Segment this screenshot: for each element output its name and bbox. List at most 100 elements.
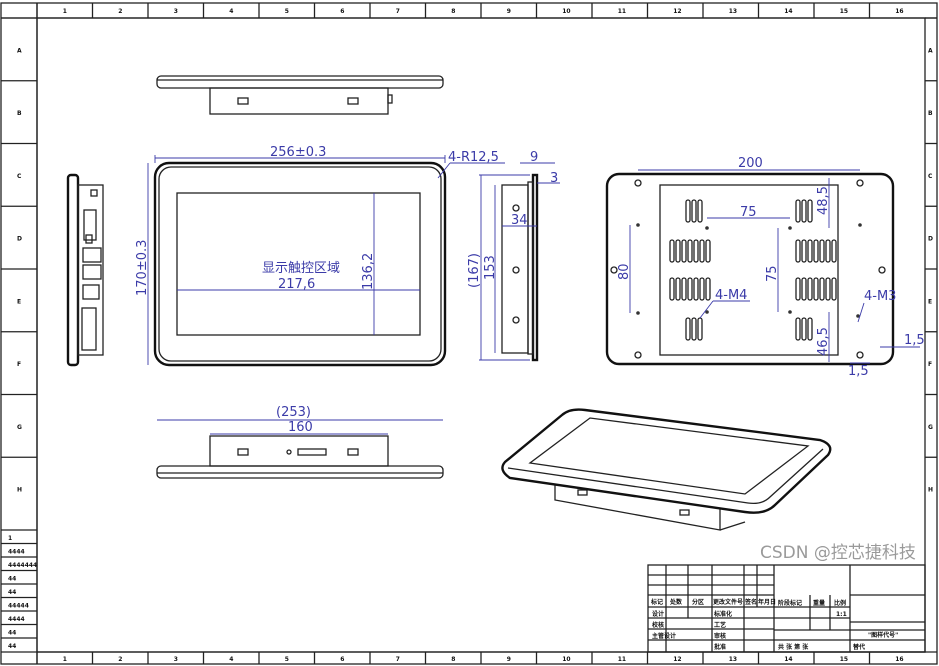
column-marker: 5 (285, 656, 289, 663)
column-marker: 4 (229, 8, 233, 15)
left-table-cell: 4444444 (8, 562, 37, 569)
row-marker: D (928, 236, 933, 243)
vent-slot (807, 317, 813, 341)
dim-bracket-depth: 34 (511, 213, 528, 228)
vent-slot (705, 239, 711, 263)
mounting-holes (610, 179, 886, 359)
column-marker: 9 (507, 656, 511, 663)
left-table-cell: 44 (8, 630, 16, 637)
vent-slot (813, 239, 819, 263)
vent-slot (825, 239, 831, 263)
column-marker: 5 (285, 8, 289, 15)
row-marker: F (17, 361, 21, 368)
mount-hole (636, 223, 640, 227)
column-marker: 8 (451, 8, 455, 15)
dim-bracket-height: 153 (483, 255, 498, 280)
vent-slot (685, 317, 691, 341)
vent-slot (675, 239, 681, 263)
mount-hole (856, 314, 860, 318)
left-table-cell: 4444 (8, 616, 25, 623)
label-m4: 4-M4 (715, 288, 747, 303)
title-block: 标记 处数 分区 更改文件号 签名 年月日 设计 校核 主管设计 标准化 工艺 … (647, 564, 926, 653)
tb-role: 审核 (714, 632, 726, 640)
mount-hole (705, 310, 709, 314)
column-marker: 2 (118, 8, 122, 15)
column-marker: 7 (396, 8, 400, 15)
vent-slot (801, 239, 807, 263)
row-marker: G (17, 424, 22, 431)
row-marker: H (17, 487, 22, 494)
dim-bottom-offset: 46,5 (816, 327, 831, 356)
tb-header: 年月日 (758, 598, 776, 606)
column-marker: 7 (396, 656, 400, 663)
dim-depth-total: 9 (530, 150, 538, 165)
vent-slot (801, 317, 807, 341)
vent-slot (807, 239, 813, 263)
vent-slot (813, 277, 819, 301)
vent-slot (699, 277, 705, 301)
back-view: 200 75 75 80 48,5 46,5 4-M4 4-M3 1,5 1,5 (605, 156, 925, 379)
dim-area-height: 136,2 (361, 253, 376, 290)
vent-slot (681, 239, 687, 263)
tb-role: 标准化 (713, 610, 732, 618)
tb-role: 设计 (652, 610, 664, 618)
screw-hole (634, 351, 642, 359)
vent-slot (675, 277, 681, 301)
row-marker: C (17, 173, 22, 180)
left-side-view (66, 173, 104, 367)
row-marker: E (928, 298, 932, 305)
row-marker: G (928, 424, 933, 431)
row-marker: A (928, 47, 933, 54)
column-marker: 13 (729, 656, 737, 663)
column-markers: 1122334455667788991010111112121313141415… (36, 3, 904, 664)
tb-stage: 阶段标记 (778, 599, 802, 607)
column-marker: 14 (784, 8, 792, 15)
dim-height: 170±0.3 (135, 240, 150, 296)
tb-role: 校核 (652, 621, 664, 629)
vent-slot (691, 317, 697, 341)
dim-hole-span: 200 (738, 156, 763, 171)
mount-hole (636, 311, 640, 315)
column-marker: 16 (895, 656, 903, 663)
column-marker: 1 (63, 656, 67, 663)
dim-side-span: 80 (617, 263, 632, 280)
column-marker: 11 (618, 656, 626, 663)
vent-slot (687, 239, 693, 263)
tb-drawing-no: "图样代号" (868, 631, 898, 639)
column-marker: 13 (729, 8, 737, 15)
tb-role: 批准 (714, 643, 726, 651)
vent-slot (681, 277, 687, 301)
row-marker: C (928, 173, 933, 180)
column-marker: 9 (507, 8, 511, 15)
vent-slot (825, 277, 831, 301)
dim-bracket-width: 160 (288, 420, 313, 435)
screw-hole (856, 351, 864, 359)
vent-slot (807, 199, 813, 223)
dim-vesa-h: 75 (740, 205, 757, 220)
column-marker: 12 (673, 8, 681, 15)
bottom-view: (253) 160 (156, 405, 444, 479)
tb-scale: 1:1 (836, 611, 847, 618)
left-table-cell: 1 (8, 535, 12, 542)
column-marker: 3 (174, 656, 178, 663)
vent-slot (795, 277, 801, 301)
mount-hole (788, 226, 792, 230)
vent-slot (801, 277, 807, 301)
column-marker: 12 (673, 656, 681, 663)
screw-hole (634, 179, 642, 187)
vent-slot (697, 199, 703, 223)
vent-slot (831, 239, 837, 263)
watermark: CSDN @控芯捷科技 (760, 543, 916, 563)
display-area-label: 显示触控区域 (262, 261, 340, 276)
left-table-cell: 44 (8, 589, 16, 596)
column-marker: 11 (618, 8, 626, 15)
column-marker: 14 (784, 656, 792, 663)
row-marker: F (928, 361, 932, 368)
label-m3: 4-M3 (864, 289, 896, 304)
row-marker: B (928, 110, 933, 117)
tb-header: 签名 (744, 598, 757, 606)
column-marker: 2 (118, 656, 122, 663)
screw-hole (856, 179, 864, 187)
